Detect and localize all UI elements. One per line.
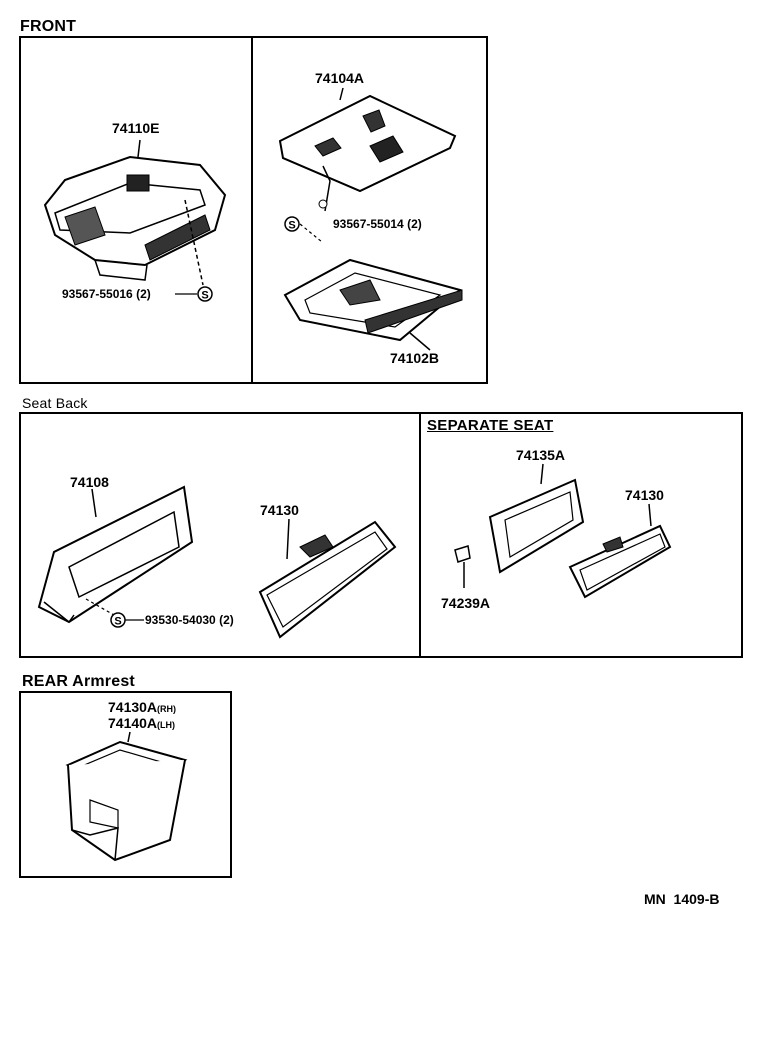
screw-symbol-icon-3: S [110,612,144,628]
separate-seat-title: SEPARATE SEAT [427,417,554,434]
ashtray-frame-74135A-drawing [488,463,585,574]
part-label-74135A: 74135A [516,447,566,463]
clip-74239A-drawing [454,545,471,588]
part-label-74130: 74130 [260,502,299,518]
lh-suffix: (LH) [157,720,176,730]
seat-back-section-box [19,412,743,658]
rear-armrest-section-box [19,691,232,878]
rh-suffix: (RH) [157,704,177,714]
part-label-74140A: 74140A(LH) [108,715,175,731]
rear-armrest-section-title: REAR Armrest [22,673,135,690]
screw-symbol-icon-2: S [284,216,323,243]
part-label-74130-separate: 74130 [625,487,664,503]
part-label-74239A: 74239A [441,595,491,611]
part-code-74140A: 74140A [108,715,158,731]
front-divider [251,36,253,384]
front-section-box [19,36,488,384]
diagram-code: MN 1409-B [644,891,720,907]
part-label-74104A: 74104A [315,70,365,86]
svg-text:S: S [114,616,121,628]
ashtray-housing-74104A-drawing [278,87,457,212]
part-code-74130A: 74130A [108,699,158,715]
ashtray-74110E-drawing [43,139,227,286]
part-label-93567-55014: 93567-55014 (2) [333,217,422,231]
ashtray-74130-separate-drawing [568,503,672,599]
part-label-93567-55016: 93567-55016 (2) [62,287,151,301]
part-label-74130A: 74130A(RH) [108,699,176,715]
ashtray-frame-74108-drawing [37,485,194,624]
part-label-74110E: 74110E [112,120,160,136]
part-label-74108: 74108 [70,474,109,490]
seat-back-section-title: Seat Back [22,395,88,411]
front-section-title: FRONT [20,18,77,35]
separate-seat-divider [419,412,421,658]
part-label-74102B: 74102B [390,350,440,366]
screw-symbol-icon: S [175,286,213,302]
svg-text:S: S [201,290,208,302]
svg-text:S: S [288,220,295,232]
ashtray-74130-drawing [258,518,397,639]
part-label-93530-54030: 93530-54030 (2) [145,613,234,627]
ashtray-74102B-drawing [283,258,463,351]
ashtray-armrest-drawing [65,731,188,862]
